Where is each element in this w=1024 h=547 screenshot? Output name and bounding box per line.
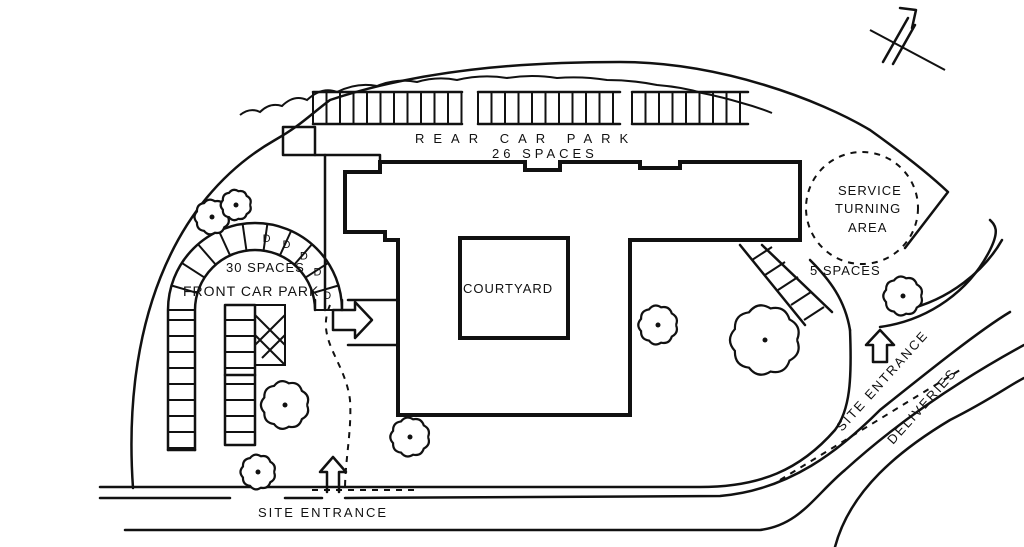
parking-stall [262,223,269,251]
tree-trunk-dot [255,469,261,475]
front-car-park-label: FRONT CAR PARK [183,283,319,299]
front-spaces-label: 30 SPACES [226,260,305,275]
service-turning-area [805,151,919,265]
disabled-bay-label: D [300,250,309,262]
rear-car-park-label: REAR CAR PARK [415,131,637,146]
parking-stall [279,230,293,256]
parking-stall [217,230,231,256]
rear-car-park-stalls [311,90,750,126]
parking-stall [197,243,217,266]
front-car-park [166,221,344,452]
east-entrance-arrow-icon [864,328,896,364]
east-boundary [808,258,852,332]
tree-trunk-dot [900,293,906,299]
service-label-2: TURNING [835,201,901,216]
hedge-line [239,75,773,116]
parking-stall [241,223,248,251]
parking-stall [171,284,198,295]
disabled-bay-label: D [323,290,332,302]
stall-row [476,90,622,126]
tree-trunk-dot [209,214,215,220]
stall-row [311,90,464,126]
site-entrance-south-label: SITE ENTRANCE [258,505,388,520]
courtyard [458,236,570,340]
rear-access-block [281,125,317,157]
site-boundary [130,60,950,490]
stall-row [630,90,750,126]
tree-trunk-dot [407,434,413,440]
tree-trunk-dot [762,337,768,343]
entrance-lobby [346,298,400,347]
courtyard-label: COURTYARD [463,281,553,296]
disabled-bay-label: D [313,266,322,278]
rear-spaces-label: 26 SPACES [492,146,598,161]
roads [98,218,1024,547]
parking-stall [181,262,206,279]
tree-trunk-dot [655,322,661,328]
south-entrance-arrow-icon [318,455,348,494]
parking-stall [312,284,339,295]
disabled-bay-label: D [283,239,292,251]
building-outline [343,160,802,417]
tree-trunk-dot [282,402,288,408]
building-entrance-arrow-icon [331,300,374,340]
parking-stall [304,262,329,279]
service-label-1: SERVICE [838,183,902,198]
north-arrow-icon [869,6,946,71]
five-spaces-label: 5 SPACES [810,263,881,278]
parking-stall [293,243,313,266]
service-parking-stalls [738,243,834,327]
tree-trunk-dot [233,202,239,208]
disabled-bay-label: D [263,233,272,245]
service-label-3: AREA [848,220,887,235]
